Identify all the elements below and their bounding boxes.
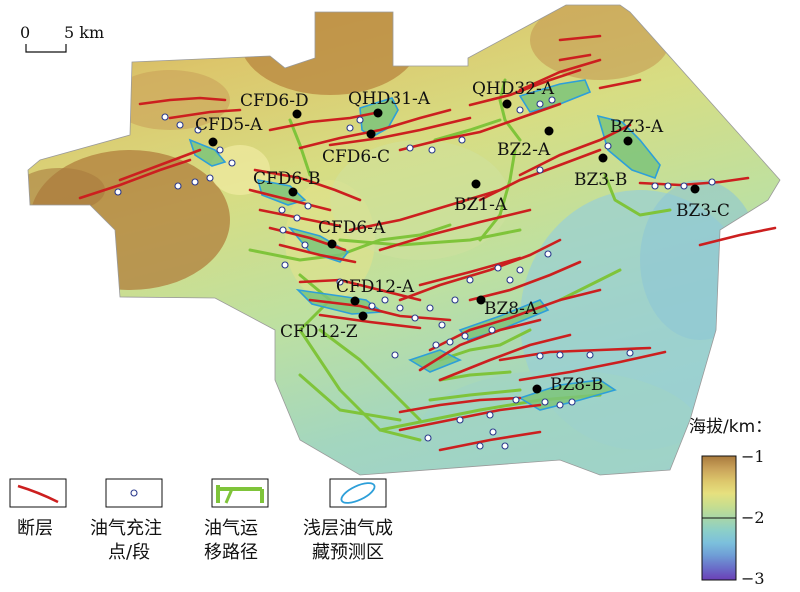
legend-migration-label-2: 移路径 [204,542,258,563]
colorbar-tick-top: −1 [741,447,765,466]
well-marker-qhd31-a [373,108,383,118]
well-marker-cfd12-z [358,311,368,321]
well-marker-bz1-a [471,179,481,189]
well-marker-cfd6-c [366,129,376,139]
legend-zone-icon [340,482,376,504]
scale-zero: 0 [20,23,30,42]
map-boundary [27,4,781,476]
well-label-bz3-b: BZ3-B [574,170,627,190]
legend-charging-label-1: 油气充注 [90,518,162,539]
well-label-cfd6-a: CFD6-A [318,218,386,238]
scale-label: 5 km [64,23,104,42]
well-marker-bz2-a [544,126,554,136]
colorbar-tick-bottom: −3 [741,569,765,588]
well-label-cfd6-c: CFD6-C [322,147,390,167]
well-marker-qhd32-a [502,99,512,109]
well-marker-bz8-b [532,384,542,394]
well-label-qhd32-a: QHD32-A [472,79,555,99]
well-label-cfd6-d: CFD6-D [240,91,309,111]
well-labels: CFD6-D QHD31-A QHD32-A CFD5-A CFD6-C BZ2-A BZ3… [195,79,730,395]
well-marker-cfd6-d [292,109,302,119]
legend-charging-label-2: 点/段 [108,542,150,563]
well-label-cfd5-a: CFD5-A [195,115,263,135]
shallow-zones [188,79,661,411]
charging-points [114,96,716,450]
well-label-cfd12-z: CFD12-Z [280,322,358,342]
colorbar: 海拔/km： −1 −2 −3 [689,417,772,588]
migration-paths [248,78,672,442]
well-label-bz3-a: BZ3-A [610,117,664,137]
well-marker-cfd12-a [350,296,360,306]
legend-fault-icon [17,484,59,504]
well-label-qhd31-a: QHD31-A [348,89,431,109]
well-marker-cfd5-a [208,137,218,147]
well-label-bz8-a: BZ8-A [484,299,538,319]
well-label-cfd6-b: CFD6-B [253,169,321,189]
legend-charging-icon [130,489,138,497]
colorbar-tick-mid: −2 [741,508,765,527]
legend: 断层 油气充注 点/段 油气运 移路径 浅层油气成 藏预测区 [9,478,393,563]
well-label-bz8-b: BZ8-B [550,375,603,395]
well-marker-bz3-c [690,184,700,194]
well-markers [208,99,700,394]
legend-zone-label-2: 藏预测区 [312,542,384,563]
well-label-bz2-a: BZ2-A [497,140,551,160]
legend-fault-label: 断层 [17,518,53,539]
well-marker-bz8-a [476,295,486,305]
well-label-cfd12-a: CFD12-A [336,277,415,297]
legend-migration-icon [216,485,264,504]
well-marker-cfd6-a [327,239,337,249]
well-marker-bz3-b [598,153,608,163]
well-label-bz3-c: BZ3-C [676,201,730,221]
well-marker-bz3-a [623,136,633,146]
well-label-bz1-a: BZ1-A [454,195,508,215]
scale-bar: 0 5 km [20,23,104,53]
colorbar-title: 海拔/km： [689,417,772,437]
well-marker-cfd6-b [288,187,298,197]
legend-migration-label-1: 油气运 [204,518,258,539]
legend-zone-label-1: 浅层油气成 [303,518,393,539]
